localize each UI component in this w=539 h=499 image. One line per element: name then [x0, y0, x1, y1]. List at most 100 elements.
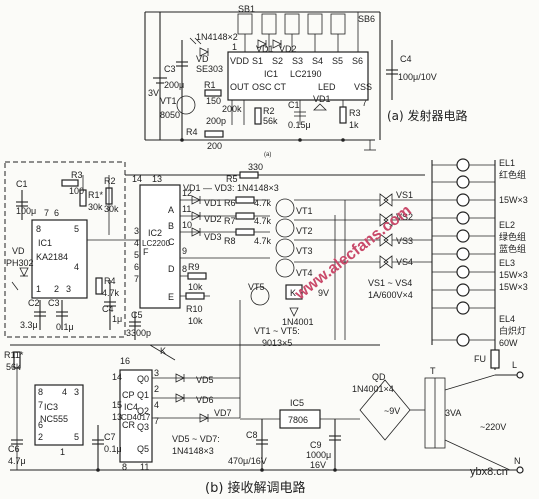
tx-vd-label: VD: [196, 54, 209, 64]
tx-pin-vss: VSS: [354, 82, 372, 92]
rx-r10-label: R10: [186, 304, 203, 314]
tx-c3-label: C3: [164, 64, 176, 74]
tx-vd-part: SE303: [196, 64, 223, 74]
rx-vd-label: VD: [12, 246, 25, 256]
rx-vs4-label: VS4: [396, 257, 413, 267]
tx-pin-led: LED: [318, 82, 336, 92]
rx-diodes-vd1-3-label: VD1 — VD3: 1N4148×3: [183, 183, 279, 193]
rx-ic1-pin-4: 4: [74, 262, 79, 272]
tx-switch-label-sb6: SB6: [358, 14, 375, 24]
ir-receiver-module-box: [4, 161, 126, 338]
rx-ic4-part: CD4017: [121, 413, 151, 422]
rx-vd7-label: VD7: [214, 408, 232, 418]
rx-ic4-q0: Q0: [137, 374, 149, 384]
rx-ic3-pin-7: 7: [38, 400, 43, 410]
tx-pin-s6: S6: [352, 56, 363, 66]
tx-pin-vdd: VDD: [230, 56, 250, 66]
rx-vd57-range-label: VD5 ~ VD7:: [172, 434, 220, 444]
rx-ic1-pin-1: 1: [36, 284, 41, 294]
rx-ic2-pin-8: 8: [182, 264, 187, 274]
rx-ic4-q3: Q3: [137, 422, 149, 432]
rx-r2-label: R2: [104, 176, 116, 186]
tx-led-icon: [313, 103, 327, 111]
rx-fu-label: FU: [474, 354, 486, 364]
rx-vd3-label: VD3: [204, 232, 222, 242]
rx-el4-value: 60W: [499, 338, 518, 348]
rx-relay-diode-label: 1N4001: [282, 317, 314, 327]
tx-switch-label-sb1: SB1: [238, 4, 255, 14]
rx-ic2-pin-7: 7: [134, 274, 139, 284]
tx-pin-1: 1: [232, 42, 237, 52]
tx-vt1-transistor-icon: [176, 95, 196, 115]
rx-vt5-transistor-icon: [250, 286, 270, 306]
rx-r9-resistor: [187, 272, 207, 280]
tx-c4-label: C4: [400, 54, 412, 64]
rx-ic2-pin-12: 12: [182, 188, 192, 198]
tx-pin-ct: CT: [274, 82, 286, 92]
tx-r3-label: R3: [349, 108, 361, 118]
rx-ic4-name: IC4: [124, 402, 138, 412]
rx-c5-value: 3300p: [126, 328, 151, 338]
rx-vt2-transistor-icon: [275, 218, 295, 238]
rx-ic3-name: IC3: [44, 402, 58, 412]
tx-c3-value: 200μ: [164, 80, 184, 90]
tx-sub-label: (a): [264, 152, 271, 158]
tx-r3-resistor: [339, 106, 347, 124]
rx-ic3-pin-4: 4: [62, 387, 67, 397]
rx-vt1-label: VT1: [296, 206, 313, 216]
rx-vd-part: PH302: [6, 258, 34, 268]
transmitter-labels: SB1 SB6 1N4148×2 VD1 VD2 VD SE303 C3 200…: [148, 4, 468, 158]
rx-el1-value: 15W×3: [499, 195, 528, 205]
rx-vd1-label: VD1: [204, 198, 222, 208]
tx-ic1-name: IC1: [264, 69, 278, 79]
rx-vd6-diode-icon: [175, 393, 185, 403]
rx-r1-label: R1*: [88, 190, 104, 200]
rx-ic3-pin-2: 2: [38, 432, 43, 442]
rx-vt5-label: VT5: [248, 282, 265, 292]
rx-ic4-pin-13: 13: [112, 412, 122, 422]
rx-vt3-label: VT3: [296, 246, 313, 256]
tx-pin-osc: OSC: [252, 82, 272, 92]
rx-ic2-port-c: C: [168, 237, 175, 247]
rx-ic4-pin-11: 11: [140, 462, 149, 472]
rx-vt-part: 9013×5: [262, 338, 292, 348]
vs2-triac-icon: [379, 213, 389, 227]
rx-c7-value: 0.1μ: [104, 444, 122, 454]
rx-r9-value: 10k: [188, 282, 203, 292]
rx-ic4-pin-16: 16: [120, 356, 130, 366]
tx-ic1-box: [227, 51, 369, 101]
rx-r3-resistor: [61, 179, 79, 187]
rx-ic4-q5: Q5: [137, 444, 149, 454]
rx-ic4-cr: CR: [122, 420, 135, 430]
rx-c5-label: C5: [131, 310, 143, 320]
tx-r3-value: 1k: [349, 120, 359, 130]
rx-r6-resistor: [235, 196, 255, 204]
rx-ic2-pin-4: 4: [134, 238, 139, 248]
rx-vd5-label: VD5: [196, 375, 214, 385]
rx-r8-label: R8: [224, 236, 236, 246]
tx-r1-resistor: [204, 89, 222, 97]
rx-c8-label: C8: [246, 430, 258, 440]
rx-ic2-port-d: D: [168, 264, 175, 274]
rx-ic2-port-e: E: [168, 292, 174, 302]
tx-r4-resistor: [204, 130, 224, 138]
rx-ic2-pin-10: 10: [182, 220, 192, 230]
rx-caption: (b) 接收解调电路: [205, 480, 306, 496]
tx-ir-led-icon: [199, 47, 209, 57]
tx-vt1-label: VT1: [160, 96, 177, 106]
rx-ic4-pin-4: 4: [154, 400, 159, 410]
tx-c4-value: 100μ/10V: [398, 72, 437, 82]
vs1-triac-icon: [379, 193, 389, 207]
rx-r4-resistor: [95, 277, 103, 295]
rx-vs2-label: VS2: [396, 212, 413, 222]
rx-ic2-pin-14: 14: [132, 174, 142, 184]
tx-r2-label: R2: [263, 106, 275, 116]
rx-r9-label: R9: [188, 262, 200, 272]
rx-r2-value: 30k: [104, 204, 119, 214]
rx-vd2-label: VD2: [204, 214, 222, 224]
rx-ic4-q1: Q1: [137, 390, 149, 400]
vs4-triac-icon: [379, 255, 389, 269]
rx-vd5-diode-icon: [175, 373, 185, 383]
rx-el2-value: 15W×3: [499, 282, 528, 292]
rx-ic1-part: KA2184: [36, 252, 68, 262]
